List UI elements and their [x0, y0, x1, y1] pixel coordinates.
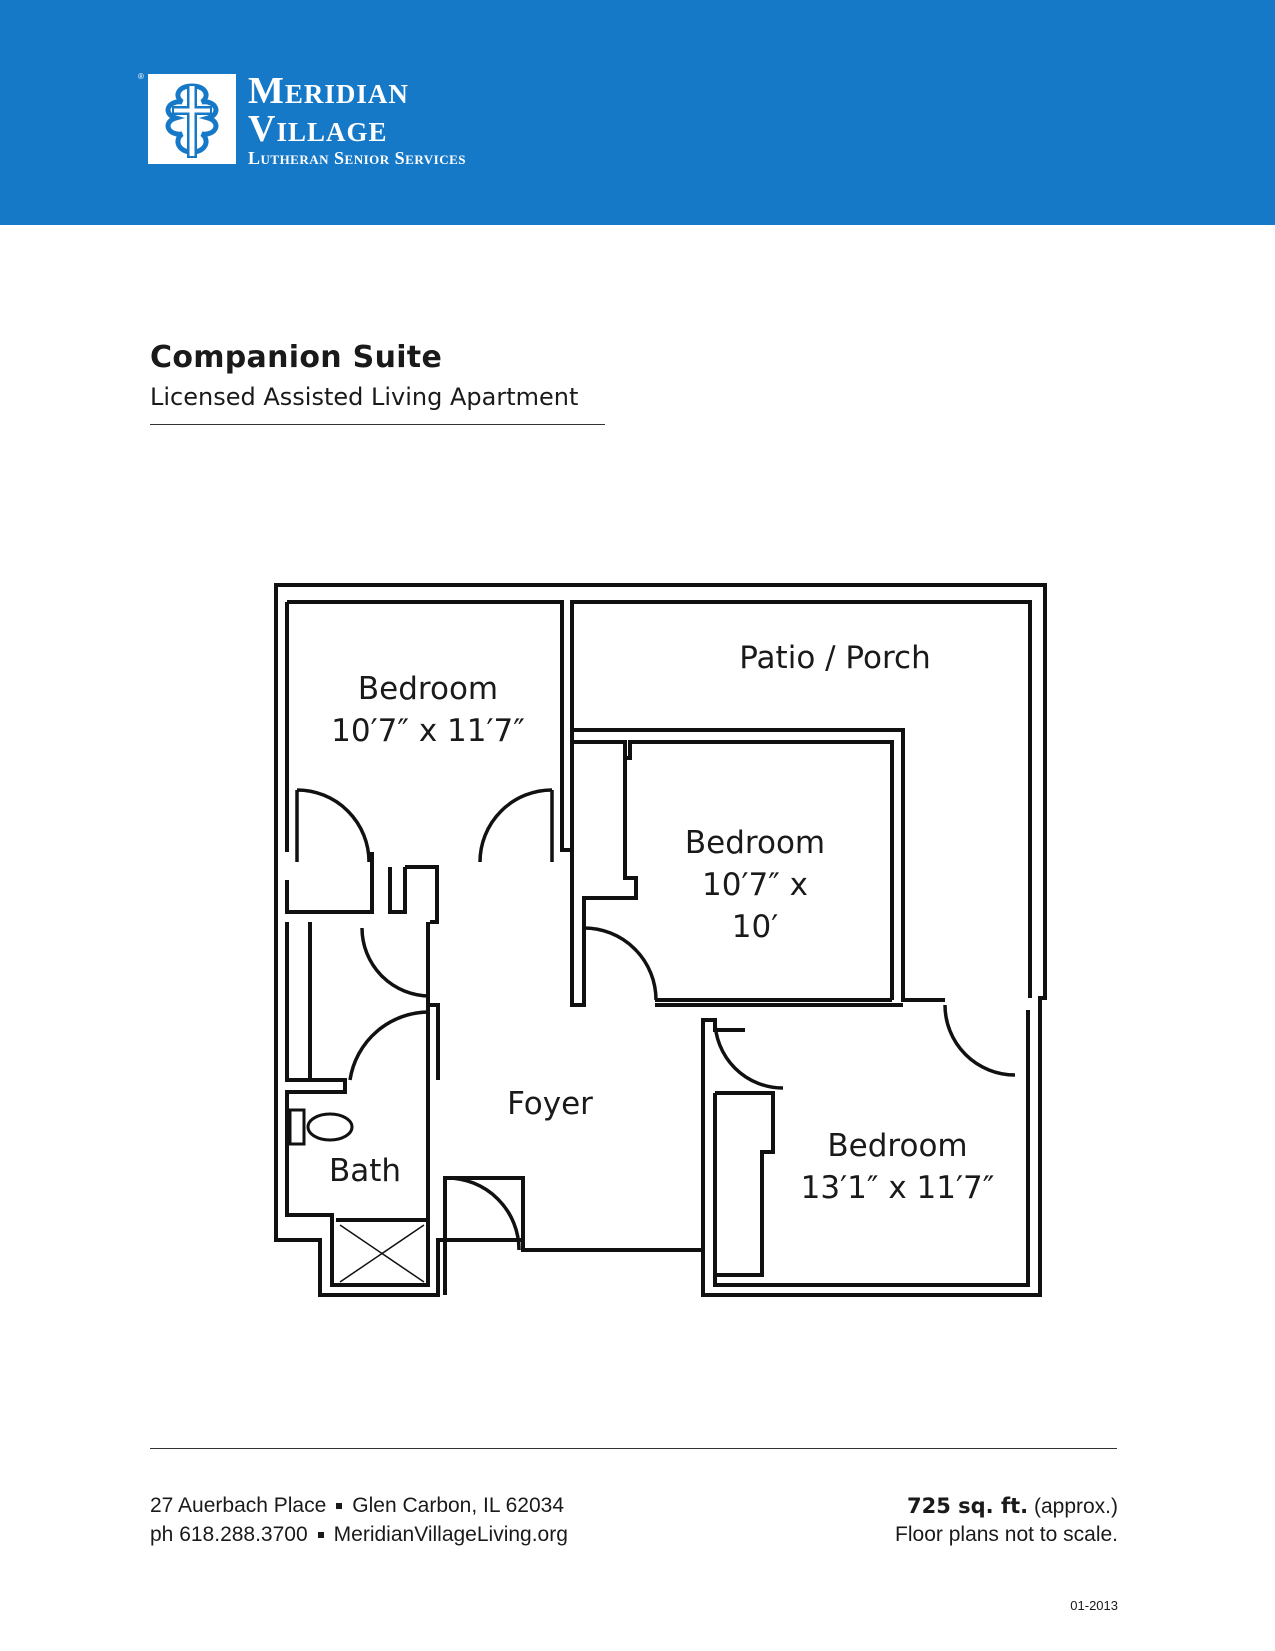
footer-divider — [150, 1448, 1117, 1449]
room-label-bedroom-c: Bedroom 13′1″ x 11′7″ — [800, 1128, 995, 1206]
room-label-foyer: Foyer — [507, 1086, 593, 1122]
document-code: 01-2013 — [1070, 1598, 1118, 1613]
bath-wall — [285, 922, 430, 1287]
page-subtitle: Licensed Assisted Living Apartment — [150, 383, 579, 411]
brand-name-line1: Meridian — [248, 70, 409, 112]
phone-number: ph 618.288.3700 — [150, 1523, 308, 1546]
scale-note: Floor plans not to scale. — [895, 1523, 1118, 1546]
bedroom-c-wall — [701, 1010, 1030, 1287]
sqft-value: 725 sq. ft. — [907, 1494, 1029, 1518]
square-footage: 725 sq. ft. (approx.) — [907, 1494, 1118, 1519]
cross-tree-logo-icon — [148, 74, 236, 164]
sqft-approx: (approx.) — [1033, 1495, 1118, 1518]
bedroom-b-wall — [570, 742, 638, 1007]
room-label-bedroom-b: Bedroom 10′7″ x 10′ — [684, 825, 826, 945]
header-banner: ® Meridian Village Lutheran Senior Servi… — [0, 0, 1275, 225]
city-address: Glen Carbon, IL 62034 — [352, 1494, 564, 1517]
bullet-separator — [317, 1532, 324, 1539]
contact-line: ph 618.288.3700 MeridianVillageLiving.org — [150, 1523, 568, 1547]
title-divider — [150, 424, 605, 425]
address-line: 27 Auerbach Place Glen Carbon, IL 62034 — [150, 1494, 564, 1518]
room-label-bedroom-a: Bedroom 10′7″ x 11′7″ — [331, 671, 525, 749]
registered-mark: ® — [138, 72, 144, 81]
brand-tagline: Lutheran Senior Services — [248, 148, 466, 168]
shower-stall — [336, 1218, 430, 1285]
door-swing — [296, 788, 371, 863]
website-link[interactable]: MeridianVillageLiving.org — [333, 1523, 568, 1546]
street-address: 27 Auerbach Place — [150, 1494, 327, 1517]
bullet-separator — [336, 1503, 343, 1510]
toilet-icon — [288, 1108, 354, 1146]
room-label-bath: Bath — [328, 1153, 402, 1189]
room-label-patio: Patio / Porch — [739, 640, 931, 676]
brand-name-line2: Village — [248, 108, 388, 150]
page-title: Companion Suite — [150, 340, 443, 375]
patio-wall — [572, 728, 945, 1002]
